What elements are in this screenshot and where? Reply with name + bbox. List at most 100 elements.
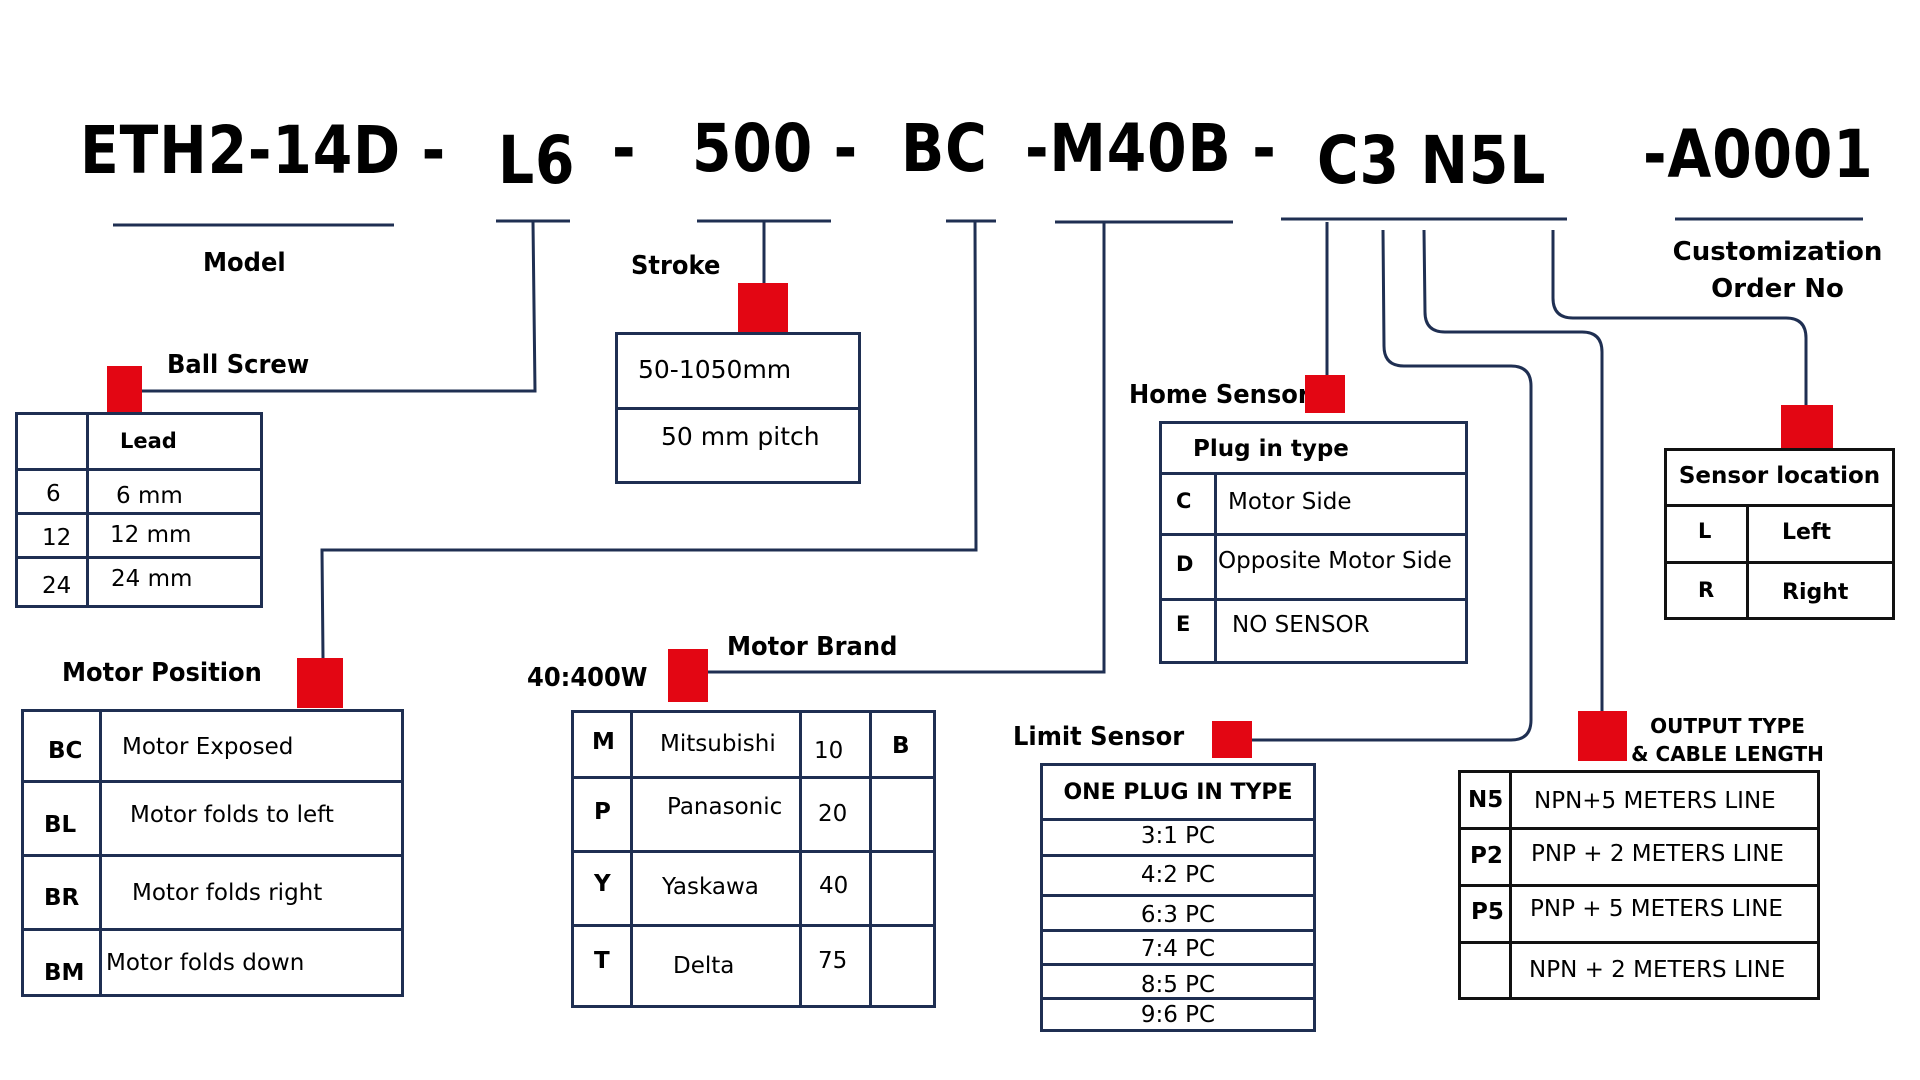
motor-brand-power: 20 bbox=[818, 801, 848, 827]
motor-position-desc: Motor Exposed bbox=[122, 734, 294, 760]
stroke-range: 50-1050mm bbox=[638, 355, 792, 384]
output-type-table: N5 NPN+5 METERS LINE P2 PNP + 2 METERS L… bbox=[1458, 770, 1820, 1000]
output-type-desc: NPN+5 METERS LINE bbox=[1534, 788, 1776, 814]
sensor-location-header: Sensor location bbox=[1678, 463, 1881, 489]
motor-position-code: BR bbox=[44, 885, 80, 911]
table-divider bbox=[574, 776, 933, 779]
home-sensor-desc: NO SENSOR bbox=[1232, 612, 1370, 638]
table-divider bbox=[618, 407, 858, 410]
table-divider bbox=[1043, 929, 1313, 932]
output-type-desc: PNP + 2 METERS LINE bbox=[1531, 841, 1784, 867]
code-sensors: C3 N5L bbox=[1317, 122, 1547, 199]
marker-sensor-location bbox=[1781, 405, 1833, 448]
limit-sensor-option: 8:5 PC bbox=[1140, 972, 1216, 998]
table-divider bbox=[1043, 997, 1313, 1000]
output-type-code: P2 bbox=[1470, 843, 1503, 869]
home-sensor-desc: Motor Side bbox=[1228, 489, 1352, 515]
motor-brand-code: T bbox=[594, 948, 610, 974]
home-sensor-header: Plug in type bbox=[1193, 436, 1349, 462]
ball-screw-lead: 6 mm bbox=[116, 483, 183, 509]
home-sensor-code: E bbox=[1176, 612, 1191, 636]
motor-brand-table: M Mitsubishi 10 B P Panasonic 20 Y Yaska… bbox=[571, 710, 936, 1008]
table-divider bbox=[1043, 854, 1313, 857]
table-divider bbox=[1162, 472, 1465, 475]
connector-sensor-location bbox=[1551, 230, 1808, 405]
label-motor-position: Motor Position bbox=[62, 658, 262, 688]
table-divider bbox=[1461, 884, 1817, 887]
ball-screw-lead: 12 mm bbox=[110, 522, 192, 548]
ball-screw-code: 6 bbox=[46, 481, 61, 507]
stroke-pitch: 50 mm pitch bbox=[661, 422, 820, 451]
table-divider bbox=[99, 712, 102, 994]
motor-brand-brake: B bbox=[892, 733, 910, 759]
table-divider bbox=[1162, 533, 1465, 536]
table-divider bbox=[1667, 504, 1892, 507]
table-divider bbox=[1043, 894, 1313, 897]
marker-ball-screw bbox=[107, 366, 142, 412]
label-motor-power: 40:400W bbox=[527, 663, 648, 693]
table-divider bbox=[574, 850, 933, 853]
output-type-code: P5 bbox=[1471, 899, 1504, 925]
home-sensor-desc: Opposite Motor Side bbox=[1218, 548, 1452, 574]
connector-motor-brand bbox=[708, 222, 1106, 674]
table-divider bbox=[18, 512, 260, 515]
stroke-table: 50-1050mm 50 mm pitch bbox=[615, 332, 861, 484]
ball-screw-lead: 24 mm bbox=[111, 566, 193, 592]
marker-output-type bbox=[1578, 711, 1627, 761]
motor-position-desc: Motor folds to left bbox=[130, 802, 334, 828]
code-ball-screw: L6 bbox=[498, 122, 576, 199]
sensor-location-desc: Left bbox=[1782, 520, 1832, 545]
label-output-type-2: & CABLE LENGTH bbox=[1631, 742, 1824, 766]
table-divider bbox=[18, 556, 260, 559]
motor-brand-power: 75 bbox=[818, 948, 848, 974]
table-divider bbox=[24, 780, 401, 783]
table-divider bbox=[799, 713, 802, 1005]
table-divider bbox=[1043, 818, 1313, 821]
code-separator: - bbox=[612, 110, 637, 187]
label-ball-screw: Ball Screw bbox=[167, 350, 310, 380]
code-stroke: 500 - bbox=[692, 110, 859, 187]
label-limit-sensor: Limit Sensor bbox=[1013, 722, 1185, 752]
limit-sensor-option: 4:2 PC bbox=[1140, 862, 1216, 888]
motor-brand-code: Y bbox=[594, 871, 611, 897]
code-motor: -M40B - bbox=[1025, 110, 1277, 187]
motor-brand-power: 40 bbox=[819, 873, 849, 899]
ball-screw-table: Lead 6 6 mm 12 12 mm 24 24 mm bbox=[15, 412, 263, 608]
marker-stroke bbox=[738, 283, 788, 333]
table-divider bbox=[1461, 941, 1817, 944]
motor-position-desc: Motor folds down bbox=[106, 950, 305, 976]
label-customization-2: Order No bbox=[1711, 274, 1844, 304]
table-divider bbox=[24, 854, 401, 857]
label-stroke: Stroke bbox=[631, 251, 721, 281]
table-divider bbox=[86, 415, 89, 605]
label-customization-1: Customization bbox=[1672, 237, 1883, 267]
output-type-desc: NPN + 2 METERS LINE bbox=[1529, 957, 1786, 983]
motor-position-code: BL bbox=[44, 812, 77, 838]
limit-sensor-header: ONE PLUG IN TYPE bbox=[1063, 780, 1293, 805]
marker-motor-brand bbox=[668, 649, 708, 702]
motor-brand-name: Panasonic bbox=[667, 794, 783, 820]
motor-position-code: BM bbox=[44, 960, 85, 986]
table-divider bbox=[1667, 561, 1892, 564]
table-divider bbox=[1043, 963, 1313, 966]
output-type-code: N5 bbox=[1468, 787, 1504, 813]
limit-sensor-option: 7:4 PC bbox=[1140, 936, 1216, 962]
sensor-location-desc: Right bbox=[1782, 580, 1849, 605]
motor-brand-code: P bbox=[594, 799, 611, 825]
sensor-location-table: Sensor location L Left R Right bbox=[1664, 448, 1895, 620]
limit-sensor-option: 6:3 PC bbox=[1140, 902, 1216, 928]
motor-brand-name: Delta bbox=[673, 953, 735, 979]
sensor-location-code: R bbox=[1698, 578, 1715, 602]
table-divider bbox=[574, 924, 933, 927]
home-sensor-code: D bbox=[1176, 552, 1194, 576]
motor-brand-power: 10 bbox=[814, 738, 844, 764]
limit-sensor-option: 9:6 PC bbox=[1140, 1002, 1216, 1028]
table-divider bbox=[24, 928, 401, 931]
table-divider bbox=[1162, 598, 1465, 601]
output-type-desc: PNP + 5 METERS LINE bbox=[1530, 896, 1783, 922]
table-divider bbox=[1746, 504, 1749, 617]
connector-motor-position bbox=[320, 221, 978, 659]
table-divider bbox=[630, 713, 633, 1005]
home-sensor-code: C bbox=[1176, 489, 1192, 513]
